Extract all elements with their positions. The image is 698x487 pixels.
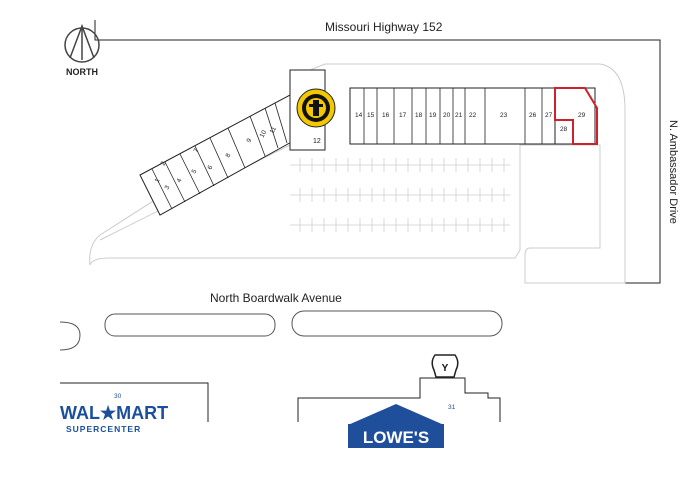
- unit-18: 18: [415, 112, 423, 119]
- road-label-east: N. Ambassador Drive: [667, 120, 679, 224]
- unit-1: 1: [154, 177, 162, 184]
- unit-12: 12: [313, 138, 321, 145]
- road-label-north: Missouri Highway 152: [325, 20, 443, 34]
- unit-14: 14: [355, 112, 363, 119]
- unit-21: 21: [455, 112, 463, 119]
- unit-15: 15: [367, 112, 375, 119]
- angled-dividers: [151, 102, 288, 210]
- unit-3: 3: [164, 184, 172, 191]
- building-angled: [139, 69, 326, 216]
- unit-19: 19: [429, 112, 437, 119]
- unit-9: 9: [246, 137, 254, 144]
- highlighted-unit-29[interactable]: [554, 87, 598, 145]
- compass-icon: [64, 23, 100, 63]
- site-boundary: [94, 20, 661, 284]
- unit-7: 7: [193, 147, 201, 154]
- parking-stripes: [290, 158, 510, 232]
- unit-17: 17: [399, 112, 407, 119]
- unit-11: 11: [269, 125, 279, 135]
- walmart-line2: SUPERCENTER: [66, 424, 141, 434]
- route-shield-label: Y: [442, 363, 449, 374]
- compass-label: NORTH: [66, 67, 98, 77]
- unit-10: 10: [259, 129, 269, 139]
- stripes-verticals: [299, 158, 505, 232]
- lowes-logo: LOWE'S: [348, 404, 444, 448]
- road-label-south: North Boardwalk Avenue: [210, 291, 342, 305]
- unit-26: 26: [529, 112, 537, 119]
- unit-27: 27: [545, 112, 553, 119]
- anchor-outlines: [60, 377, 501, 422]
- unit-30: 30: [114, 393, 122, 400]
- unit-16: 16: [382, 112, 390, 119]
- lowes-text: LOWE'S: [363, 428, 429, 447]
- unit-23: 23: [500, 112, 508, 119]
- unit-labels: 1 2 3 4 5 6 7 8 9 10 11 12 14 15 16 17 1…: [154, 112, 586, 191]
- unit-22: 22: [469, 112, 477, 119]
- building-straight: [349, 87, 596, 145]
- stripes-row-1: [290, 164, 510, 226]
- unit-8: 8: [225, 152, 233, 159]
- unit-2: 2: [160, 160, 168, 167]
- unit-4: 4: [176, 177, 184, 184]
- unit-20: 20: [443, 112, 451, 119]
- walmart-line1: WAL★MART: [60, 403, 168, 423]
- unit-28: 28: [560, 126, 568, 133]
- unit-6: 6: [207, 164, 215, 171]
- route-shield-icon: Y: [431, 354, 459, 378]
- walmart-logo: WAL★MART SUPERCENTER: [60, 403, 168, 434]
- south-medians: [59, 310, 503, 351]
- unit-31: 31: [448, 404, 456, 411]
- unit-29: 29: [578, 112, 586, 119]
- unit-dividers: [363, 88, 543, 144]
- golds-gym-logo: [296, 88, 336, 128]
- unit-5: 5: [191, 168, 199, 175]
